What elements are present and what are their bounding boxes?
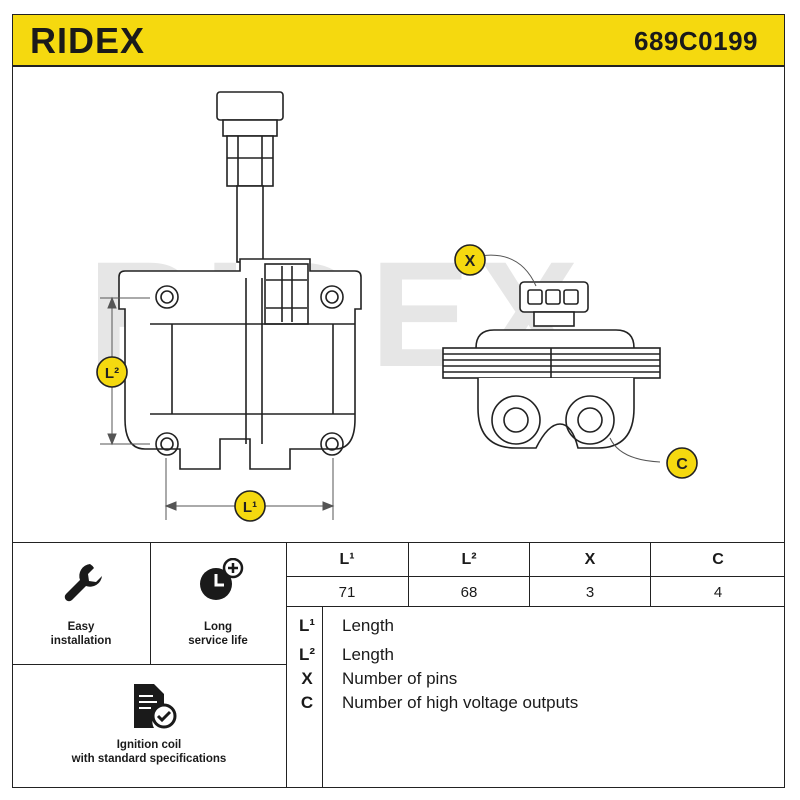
divider [286, 576, 785, 577]
technical-drawing: RIDEX [0, 66, 800, 542]
divider [408, 542, 409, 606]
spec-header-l1: L¹ [339, 551, 355, 568]
spec-header-x: X [584, 551, 596, 568]
callout-c: C [666, 447, 698, 479]
spec-value-l1: 71 [338, 584, 356, 601]
document-check-icon [130, 682, 178, 735]
specs-section: Easy installation Long service life [12, 542, 785, 788]
part-number: 689C0199 [634, 26, 758, 56]
legend-text: Number of high voltage outputs [342, 693, 579, 712]
feature-label-line2: with standard specifications [71, 753, 227, 765]
legend-text: Length [342, 616, 394, 635]
ridex-logo: RIDEX [30, 20, 200, 64]
feature-label: Ignition coil with standard specificatio… [12, 738, 286, 766]
callout-x-text: X [465, 253, 476, 270]
feature-label: Long service life [150, 620, 286, 648]
feature-label-line2: service life [188, 635, 248, 647]
divider [322, 606, 323, 788]
divider [12, 542, 785, 543]
spec-value-c: 4 [713, 584, 723, 601]
legend-symbol: C [300, 693, 314, 712]
divider [286, 542, 287, 788]
brand-logo-text: RIDEX [30, 23, 145, 59]
callout-l2: L² [96, 356, 128, 388]
coil-front-view [118, 91, 362, 470]
legend-text: Number of pins [342, 669, 458, 688]
feature-label-line1: Long [203, 621, 233, 633]
divider [12, 664, 286, 665]
legend-text: Length [342, 645, 394, 664]
wrench-icon [62, 560, 106, 611]
feature-label: Easy installation [12, 620, 150, 648]
callout-l1-text: L¹ [243, 499, 257, 516]
callout-l1: L¹ [234, 490, 266, 522]
feature-label-line1: Ignition coil [116, 739, 182, 751]
divider [650, 542, 651, 606]
feature-label-line2: installation [50, 635, 112, 647]
clock-plus-icon [198, 557, 244, 607]
legend-symbol: L¹ [298, 616, 316, 635]
callout-c-text: C [676, 456, 688, 473]
divider [529, 542, 530, 606]
spec-value-x: 3 [585, 584, 595, 601]
divider [286, 606, 785, 607]
legend-symbol: X [301, 669, 313, 688]
spec-header-c: C [712, 551, 724, 568]
legend-symbol: L² [298, 645, 316, 664]
callout-x: X [454, 244, 486, 276]
feature-label-line1: Easy [67, 621, 95, 633]
divider [150, 542, 151, 664]
coil-side-view [442, 254, 661, 463]
spec-value-l2: 68 [460, 584, 478, 601]
content-frame [12, 66, 785, 788]
callout-l2-text: L² [105, 365, 119, 382]
spec-header-l2: L² [461, 551, 477, 568]
header-bar: RIDEX 689C0199 [12, 14, 785, 66]
